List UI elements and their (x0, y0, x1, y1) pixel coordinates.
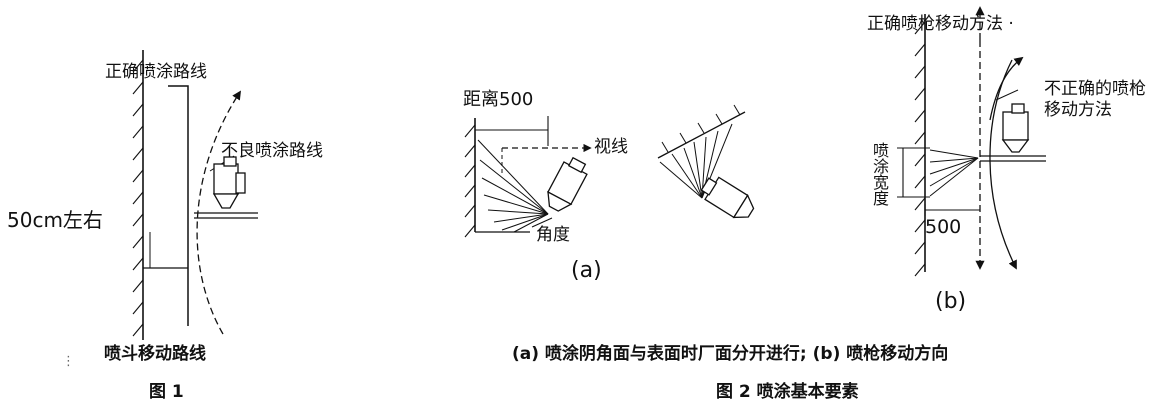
fig1-wall (132, 50, 144, 340)
fig2b-incorrect-method-line1: 不正确的喷枪 (1044, 79, 1146, 99)
figure2b-drawing (897, 6, 1046, 277)
fig2b-sub-label: (b) (935, 289, 967, 314)
fig1-caption-number: 图 1 (149, 382, 184, 402)
fig2b-distance-dimension (924, 204, 980, 216)
fig2a-angle-label: 角度 (536, 225, 570, 245)
fig2b-spray-fan (929, 149, 979, 197)
fig1-correct-path-label: 正确喷涂路线 (105, 62, 207, 82)
figure1-drawing (132, 50, 258, 340)
figure2a-corner-drawing (657, 104, 755, 219)
fig2a-wall (464, 118, 530, 238)
fig2b-incorrect-method-line2: 移动方法 (1044, 100, 1112, 120)
fig2-caption-number: 图 2 喷涂基本要素 (716, 382, 859, 402)
fig2a-corner-spray-gun (700, 176, 755, 219)
fig2a-distance-label: 距离500 (463, 89, 534, 110)
fig2a-spray-gun (547, 156, 588, 212)
fig1-distance-label: 50cm左右 (7, 208, 103, 232)
fig2b-incorrect-path (989, 56, 1024, 270)
fig1-caption-title: 喷斗移动路线 (104, 344, 206, 364)
fig1-distance-marker (143, 232, 188, 269)
fig1-margin-mark: ⋮ (62, 354, 75, 369)
fig2a-spray-fan (477, 139, 549, 233)
fig1-spray-hopper (194, 156, 258, 219)
fig2a-sightline-label: 视线 (594, 137, 628, 157)
fig2b-spray-gun (980, 103, 1046, 162)
figure2a-drawing (464, 116, 592, 238)
fig2a-sub-label: (a) (571, 258, 602, 283)
fig2a-sightline (501, 143, 592, 175)
fig2a-distance-dimension (475, 116, 549, 146)
fig1-correct-path (168, 85, 189, 326)
fig2b-spray-width-dimension (897, 147, 930, 198)
fig2a-corner-wall (657, 104, 746, 159)
fig2b-distance-label: 500 (925, 216, 962, 238)
fig2b-wall (914, 14, 926, 277)
fig2a-angle-pointer (531, 217, 553, 228)
fig2b-correct-method-label: 正确喷枪移动方法 · (867, 14, 1014, 34)
fig1-bad-path-label: 不良喷涂路线 (221, 141, 323, 161)
fig2b-spray-width-label: 喷涂宽度 (870, 142, 889, 206)
fig2-caption-title: (a) 喷涂阴角面与表面时厂面分开进行; (b) 喷枪移动方向 (512, 344, 949, 364)
